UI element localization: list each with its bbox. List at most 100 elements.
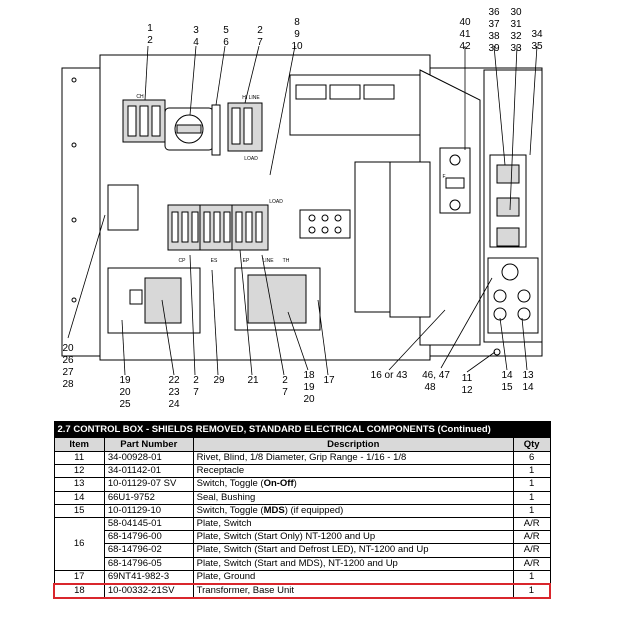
- table-header-row: Item Part Number Description Qty: [53, 437, 551, 452]
- cell-desc: Seal, Bushing: [192, 490, 514, 505]
- callout-30: 30: [510, 7, 522, 18]
- callout-31: 31: [510, 19, 522, 30]
- callout-20b: 20: [119, 387, 131, 398]
- callout-7: 7: [257, 37, 263, 48]
- cell-desc: Receptacle: [192, 464, 514, 479]
- control-box-diagram: CH HI LINE LOAD LOAD CP ES EP LINE TH F …: [61, 7, 543, 410]
- callout-7c: 7: [282, 387, 288, 398]
- callout-37: 37: [488, 19, 500, 30]
- cell-desc: Plate, Switch (Start Only) NT-1200 and U…: [192, 530, 514, 545]
- callout-7b: 7: [193, 387, 199, 398]
- cell-desc: Plate, Switch (Start and Defrost LED), N…: [192, 543, 514, 558]
- label-load2: LOAD: [269, 199, 283, 205]
- cell-qty: 6: [512, 450, 551, 466]
- cell-desc: Transformer, Base Unit: [192, 582, 514, 600]
- relay-bracket: [211, 104, 221, 156]
- label-es: ES: [211, 258, 218, 264]
- cell-qty: 1: [512, 503, 551, 518]
- contactor-hi-line: [227, 102, 263, 152]
- table-row: 68-14796-02 Plate, Switch (Start and Def…: [54, 543, 551, 558]
- cell-part: 34-01142-01: [103, 464, 194, 479]
- cell-part: 58-04145-01: [103, 516, 194, 532]
- cell-qty: A/R: [512, 543, 551, 558]
- label-th: TH: [283, 258, 290, 264]
- cell-qty: 1: [512, 477, 551, 492]
- cell-part: 66U1-9752: [103, 490, 194, 505]
- cell-item: 14: [53, 490, 105, 505]
- cell-part: 34-00928-01: [103, 450, 194, 466]
- col-header-part-number: Part Number: [103, 437, 194, 452]
- callout-22: 22: [168, 375, 180, 386]
- cell-qty: 1: [512, 582, 551, 600]
- label-f: F: [442, 174, 445, 180]
- callout-6: 6: [223, 37, 229, 48]
- cell-item: 16: [53, 516, 105, 571]
- table-row: 17 69NT41-982-3 Plate, Ground 1: [53, 569, 551, 585]
- cell-part: 10-01129-10: [103, 503, 194, 518]
- label-line: LINE: [262, 258, 274, 264]
- cell-desc: Plate, Switch: [192, 516, 514, 532]
- left-mounting-holes: [71, 77, 77, 303]
- cell-desc: Switch, Toggle (On-Off): [192, 477, 514, 492]
- callout-11: 11: [462, 373, 473, 384]
- controller-board: [389, 161, 431, 318]
- table-title: 2.7 CONTROL BOX - SHIELDS REMOVED, STAND…: [53, 421, 551, 438]
- circuit-breaker: [107, 267, 201, 334]
- callout-27: 27: [62, 367, 74, 378]
- callout-28: 28: [62, 379, 74, 390]
- callout-12: 12: [461, 385, 473, 396]
- parts-table-container: 2.7 CONTROL BOX - SHIELDS REMOVED, STAND…: [52, 421, 551, 600]
- cell-desc: Plate, Ground: [192, 569, 514, 585]
- receptacle: [493, 348, 501, 356]
- callout-13: 13: [522, 370, 534, 381]
- table-row: 16 58-04145-01 Plate, Switch A/R: [53, 516, 551, 571]
- leader-lines: [67, 45, 538, 376]
- callout-23: 23: [168, 387, 180, 398]
- cell-item: 11: [53, 450, 105, 466]
- toggle-switch-plate: [489, 154, 527, 248]
- contactor-bank: [167, 204, 269, 251]
- cell-qty: 1: [512, 490, 551, 505]
- callout-15: 15: [501, 382, 513, 393]
- table-row: 68-14796-05 Plate, Switch (Start and MDS…: [54, 556, 551, 571]
- table-row: 15 10-01129-10 Switch, Toggle (MDS) (if …: [53, 503, 551, 518]
- cell-qty: A/R: [512, 516, 551, 532]
- fuse-block: [299, 209, 351, 239]
- cell-desc: Switch, Toggle (MDS) (if equipped): [192, 503, 514, 518]
- callout-19b: 19: [303, 382, 315, 393]
- cell-item: 12: [53, 464, 105, 479]
- callout-2d: 2: [282, 375, 288, 386]
- callout-2: 2: [147, 35, 153, 46]
- callout-18: 18: [303, 370, 315, 381]
- callout-14: 14: [501, 370, 513, 381]
- col-header-item: Item: [53, 437, 105, 452]
- cell-part: 68-14796-02: [103, 543, 194, 558]
- label-load: LOAD: [244, 156, 258, 162]
- callout-35: 35: [531, 41, 543, 52]
- parts-table: 2.7 CONTROL BOX - SHIELDS REMOVED, STAND…: [52, 421, 551, 600]
- callout-5: 5: [223, 25, 229, 36]
- col-header-description: Description: [192, 437, 514, 452]
- callout-21: 21: [247, 375, 259, 386]
- cell-part: 68-14796-05: [103, 556, 194, 571]
- callout-24: 24: [168, 399, 180, 410]
- callout-36: 36: [488, 7, 500, 18]
- controller-module: [354, 161, 391, 313]
- cell-item: 17: [53, 569, 105, 585]
- label-hi-line: HI LINE: [242, 95, 260, 101]
- cell-part: 69NT41-982-3: [103, 569, 194, 585]
- cell-desc: Rivet, Blind, 1/8 Diameter, Grip Range -…: [192, 450, 514, 466]
- col-header-qty: Qty: [512, 437, 551, 452]
- cell-part: 68-14796-00: [103, 530, 194, 545]
- callout-20: 20: [62, 343, 74, 354]
- callout-25: 25: [119, 399, 131, 410]
- callout-26: 26: [62, 355, 74, 366]
- callout-46: 46, 47: [422, 370, 450, 381]
- callout-39: 39: [488, 43, 500, 54]
- upper-board: [289, 74, 421, 136]
- callout-1: 1: [147, 23, 153, 34]
- callout-20c: 20: [303, 394, 315, 405]
- cell-qty: A/R: [512, 556, 551, 571]
- callout-40: 40: [459, 17, 471, 28]
- label-cp: CP: [179, 258, 187, 264]
